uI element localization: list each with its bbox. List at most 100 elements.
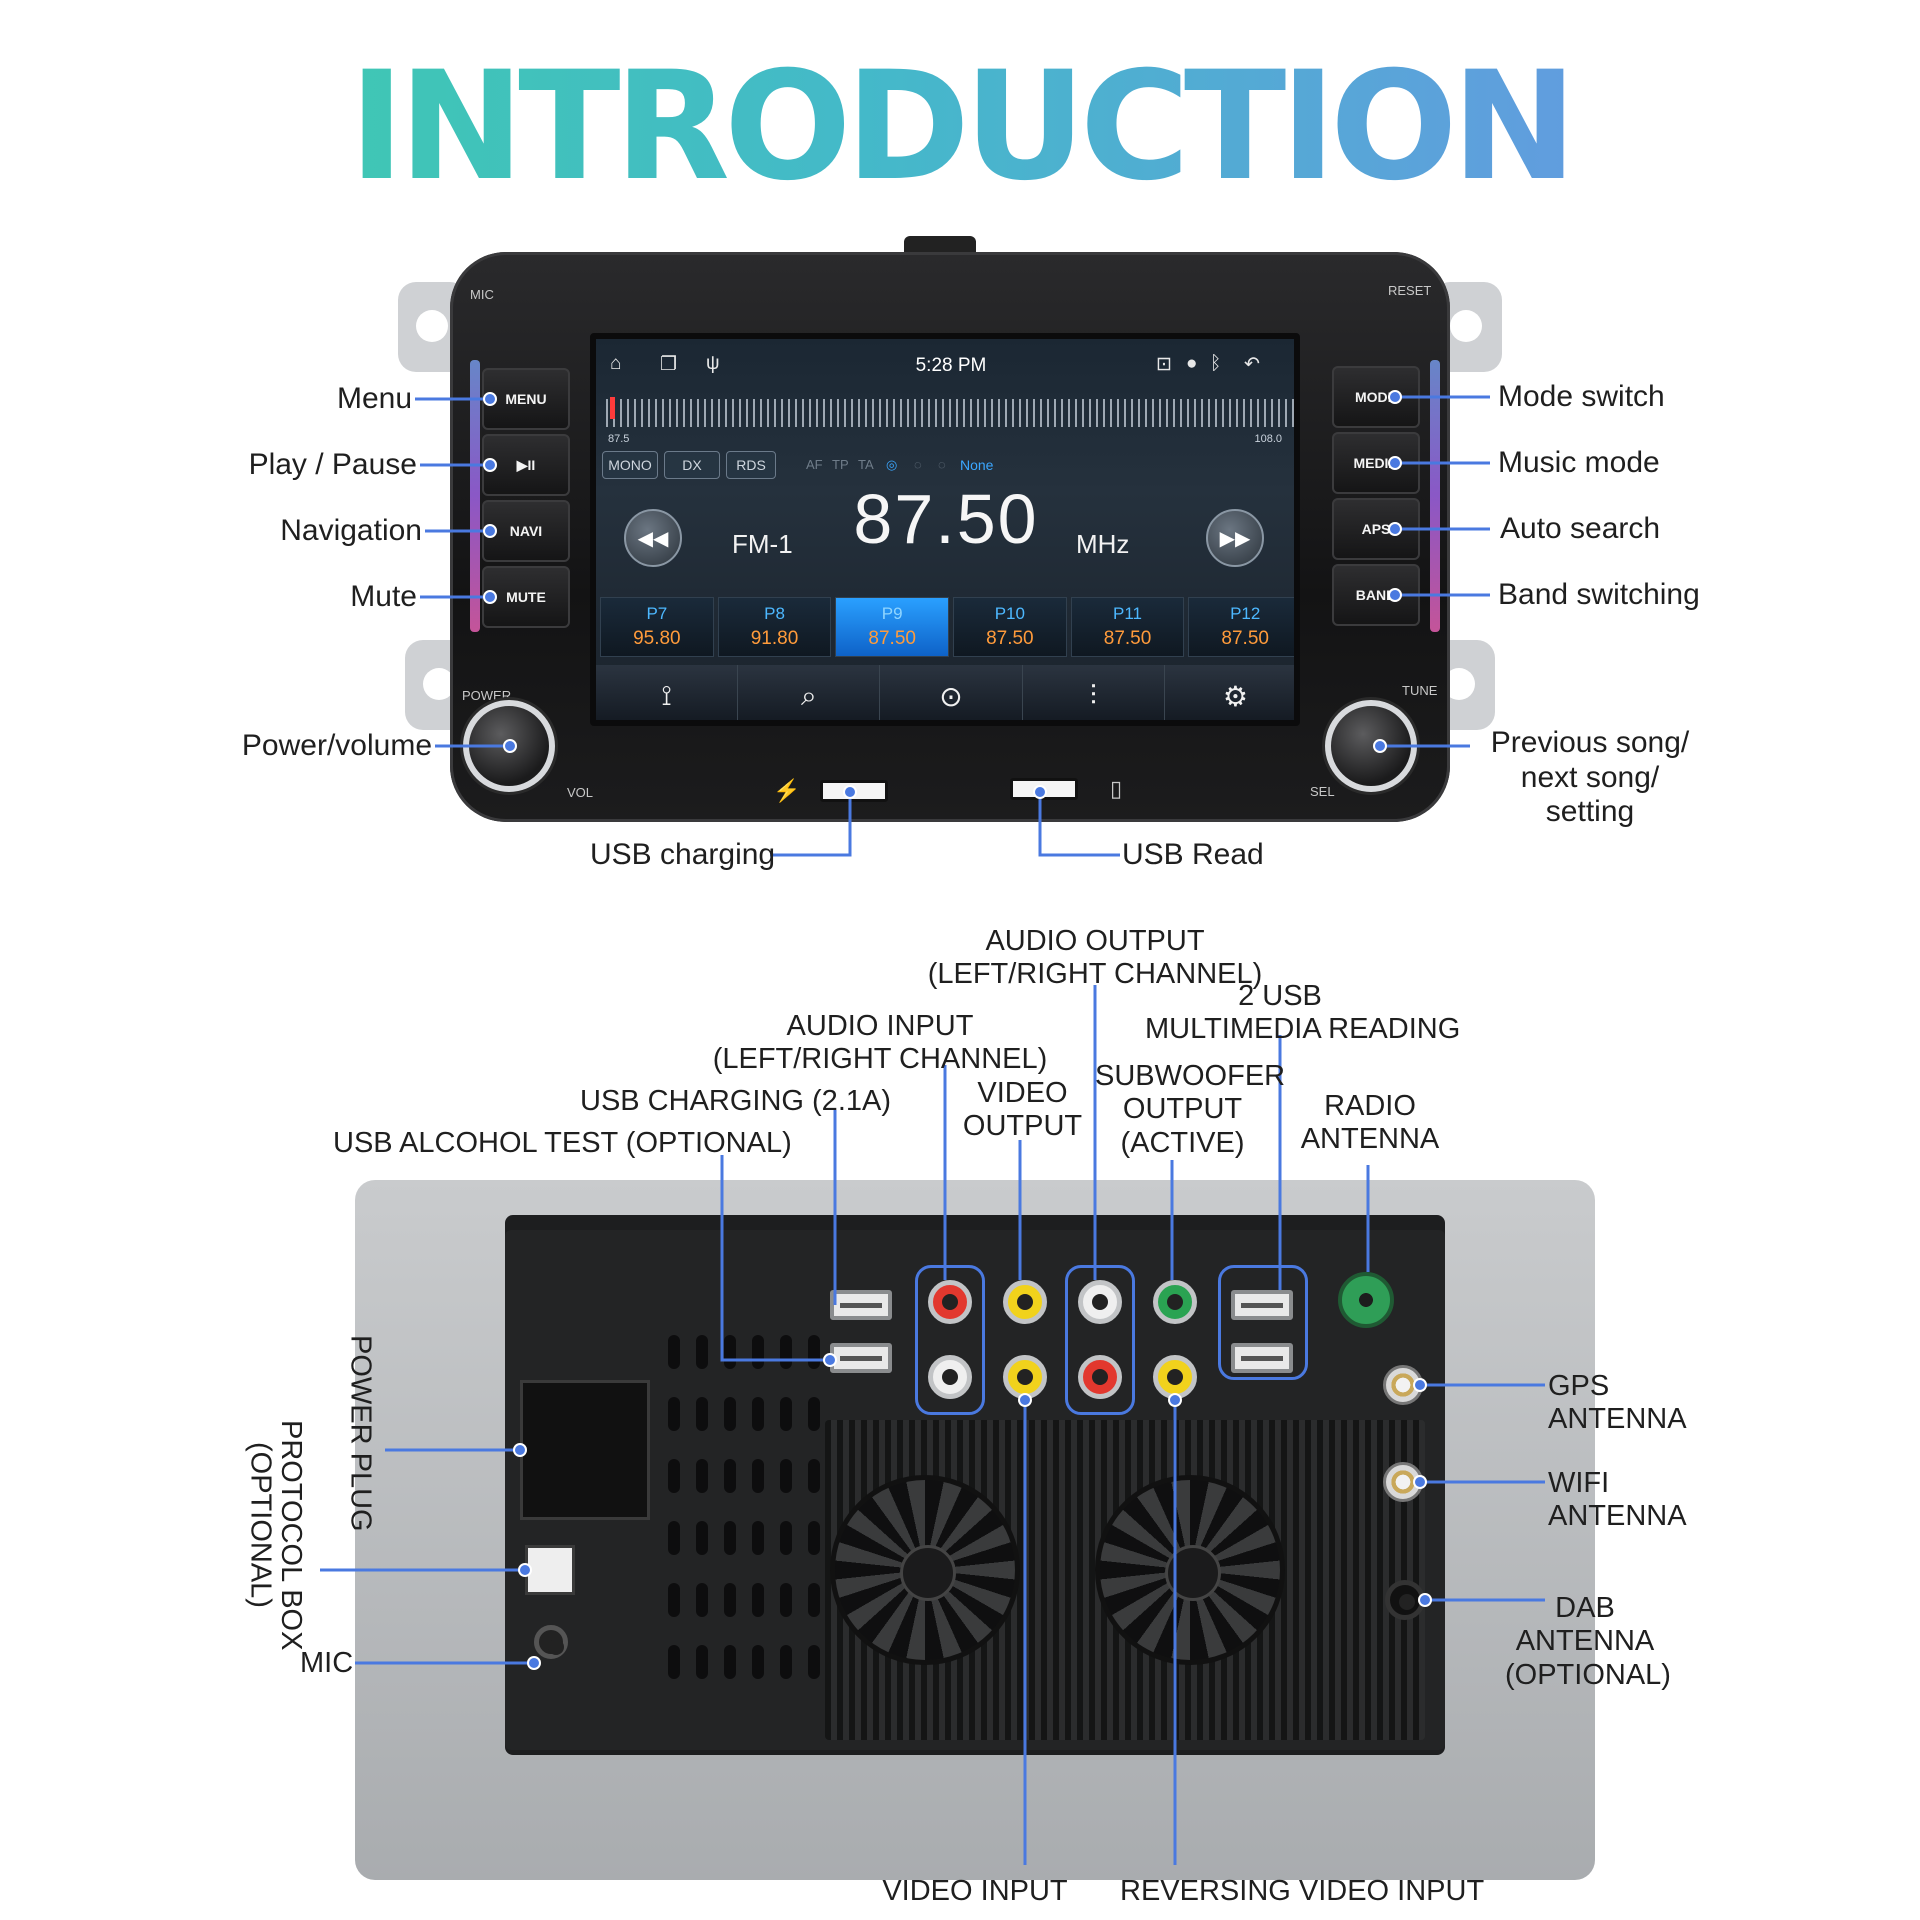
radio-antenna-socket[interactable] bbox=[1338, 1272, 1394, 1328]
charging-icon: ⚡ bbox=[773, 778, 801, 803]
frequency-scale[interactable] bbox=[606, 399, 1294, 427]
rds-button[interactable]: RDS bbox=[726, 451, 776, 479]
caption-usb-multimedia: 2 USB MULTIMEDIA READING bbox=[1145, 980, 1461, 1046]
vent-slot bbox=[752, 1583, 764, 1617]
bottom-toolbar: ⟟ ⌕ ⊙ ⫶ ⚙ bbox=[596, 665, 1294, 720]
vent-slot bbox=[696, 1335, 708, 1369]
band-button[interactable]: BAND bbox=[1332, 564, 1420, 626]
vent-slot bbox=[724, 1583, 736, 1617]
settings-icon[interactable]: ⚙ bbox=[1222, 680, 1248, 712]
reversing-video-input-jack[interactable] bbox=[1153, 1355, 1197, 1399]
vent-slot bbox=[808, 1397, 820, 1431]
vent-slot bbox=[668, 1335, 680, 1369]
caption-usb-charging-rear: USB CHARGING (2.1A) bbox=[580, 1085, 891, 1117]
vent-slot bbox=[808, 1583, 820, 1617]
search-icon[interactable]: ⌕ bbox=[738, 665, 881, 720]
vent-slot bbox=[752, 1645, 764, 1679]
caption-usb-charging: USB charging bbox=[590, 838, 776, 871]
preset-p8[interactable]: P8 91.80 bbox=[717, 597, 832, 657]
audio-input-right-jack[interactable] bbox=[928, 1280, 972, 1324]
usb-alcohol-test-port[interactable] bbox=[830, 1343, 892, 1373]
signal-icon[interactable]: ⟟ bbox=[596, 665, 739, 720]
bluetooth-icon: ᛒ bbox=[1210, 353, 1222, 374]
usb-read-slot[interactable] bbox=[1010, 778, 1078, 800]
usb-charging-slot[interactable] bbox=[820, 780, 888, 802]
vent-slot bbox=[696, 1521, 708, 1555]
preset-p11[interactable]: P11 87.50 bbox=[1070, 597, 1185, 657]
pty-value: None bbox=[960, 457, 994, 473]
tune-select-knob[interactable] bbox=[1325, 700, 1417, 792]
equalizer-icon[interactable]: ⫶ bbox=[1023, 665, 1165, 720]
seek-back-button[interactable]: ◀◀ bbox=[624, 509, 682, 567]
preset-p7[interactable]: P7 95.80 bbox=[600, 597, 714, 657]
status-time: 5:28 PM bbox=[915, 355, 987, 376]
power-plug-socket[interactable] bbox=[520, 1380, 650, 1520]
seek-forward-button[interactable]: ▶▶ bbox=[1206, 509, 1264, 567]
protocol-box-socket[interactable] bbox=[525, 1545, 575, 1595]
menu-button[interactable]: MENU bbox=[482, 368, 570, 430]
caption-audio-output: AUDIO OUTPUT (LEFT/RIGHT CHANNEL) bbox=[927, 925, 1263, 991]
preset-name: P11 bbox=[1113, 604, 1143, 623]
dab-antenna-socket[interactable] bbox=[1385, 1580, 1425, 1620]
usb-drive-icon: ▯ bbox=[1110, 776, 1123, 801]
accent-light bbox=[1430, 360, 1440, 632]
back-icon[interactable]: ↶ bbox=[1244, 354, 1260, 375]
preset-name: P12 bbox=[1230, 604, 1261, 623]
video-output-jack[interactable] bbox=[1003, 1280, 1047, 1324]
preset-p12[interactable]: P12 87.50 bbox=[1188, 597, 1294, 657]
preset-frequency: 87.50 bbox=[986, 628, 1034, 649]
power-volume-knob[interactable] bbox=[463, 700, 555, 792]
caption-radio-antenna: RADIO ANTENNA bbox=[1300, 1090, 1440, 1156]
audio-input-left-jack[interactable] bbox=[928, 1355, 972, 1399]
vent-slot bbox=[668, 1583, 680, 1617]
gps-antenna-socket[interactable] bbox=[1383, 1365, 1423, 1405]
aps-button[interactable]: APS bbox=[1332, 498, 1420, 560]
preset-name: P8 bbox=[764, 604, 785, 623]
home-icon[interactable]: ⌂ bbox=[610, 353, 622, 374]
mic-jack[interactable] bbox=[534, 1625, 568, 1659]
mode-button[interactable]: MODE bbox=[1332, 366, 1420, 428]
preset-p9[interactable]: P9 87.50 bbox=[835, 597, 950, 657]
tp-flag: TP bbox=[832, 457, 849, 472]
usb-charging-port[interactable] bbox=[830, 1290, 892, 1320]
scan-icon: ◌ bbox=[938, 457, 946, 472]
audio-output-left-jack[interactable] bbox=[1078, 1280, 1122, 1324]
vent-slot bbox=[724, 1645, 736, 1679]
accent-light bbox=[470, 360, 480, 632]
navi-button[interactable]: NAVI bbox=[482, 500, 570, 562]
vent-slot bbox=[696, 1645, 708, 1679]
vent-slot bbox=[724, 1459, 736, 1493]
recent-apps-icon[interactable]: ❐ bbox=[660, 354, 678, 375]
caption-mode-switch: Mode switch bbox=[1498, 380, 1665, 413]
usb-multimedia-group bbox=[1218, 1265, 1308, 1380]
caption-power-volume: Power/volume bbox=[241, 729, 432, 762]
preset-p10[interactable]: P10 87.50 bbox=[953, 597, 1067, 657]
audio-output-right-jack[interactable] bbox=[1078, 1355, 1122, 1399]
mic-label: MIC bbox=[470, 287, 494, 302]
vent-slot bbox=[668, 1521, 680, 1555]
vent-slot bbox=[752, 1521, 764, 1555]
dx-button[interactable]: DX bbox=[664, 451, 720, 479]
vent-slot bbox=[668, 1645, 680, 1679]
preset-frequency: 91.80 bbox=[750, 628, 799, 649]
search-icon: ◌ bbox=[914, 457, 922, 472]
mono-button[interactable]: MONO bbox=[602, 451, 658, 479]
auto-scan-icon[interactable]: ⊙ bbox=[880, 665, 1023, 720]
video-input-jack[interactable] bbox=[1003, 1355, 1047, 1399]
radio-screen: ⌂ ❐ ψ 5:28 PM ⊡ ● ᛒ ↶ 87.5 108.0 MONO DX… bbox=[590, 333, 1300, 726]
caption-audio-input: AUDIO INPUT (LEFT/RIGHT CHANNEL) bbox=[712, 1010, 1048, 1076]
scale-max: 108.0 bbox=[1254, 433, 1282, 445]
usb-multimedia-port-1[interactable] bbox=[1231, 1290, 1293, 1320]
caption-auto-search: Auto search bbox=[1500, 512, 1661, 545]
vent-slot bbox=[808, 1335, 820, 1369]
af-flag: AF bbox=[806, 457, 823, 472]
usb-multimedia-port-2[interactable] bbox=[1231, 1343, 1293, 1373]
mute-button[interactable]: MUTE bbox=[482, 566, 570, 628]
media-button[interactable]: MEDIA bbox=[1332, 432, 1420, 494]
cooling-fan bbox=[1095, 1475, 1285, 1665]
caption-subwoofer-output: SUBWOOFER OUTPUT (ACTIVE) bbox=[1095, 1060, 1286, 1159]
play-pause-button[interactable]: ▶II bbox=[482, 434, 570, 496]
subwoofer-output-jack[interactable] bbox=[1153, 1280, 1197, 1324]
vent-slot bbox=[668, 1459, 680, 1493]
wifi-antenna-socket[interactable] bbox=[1383, 1462, 1423, 1502]
